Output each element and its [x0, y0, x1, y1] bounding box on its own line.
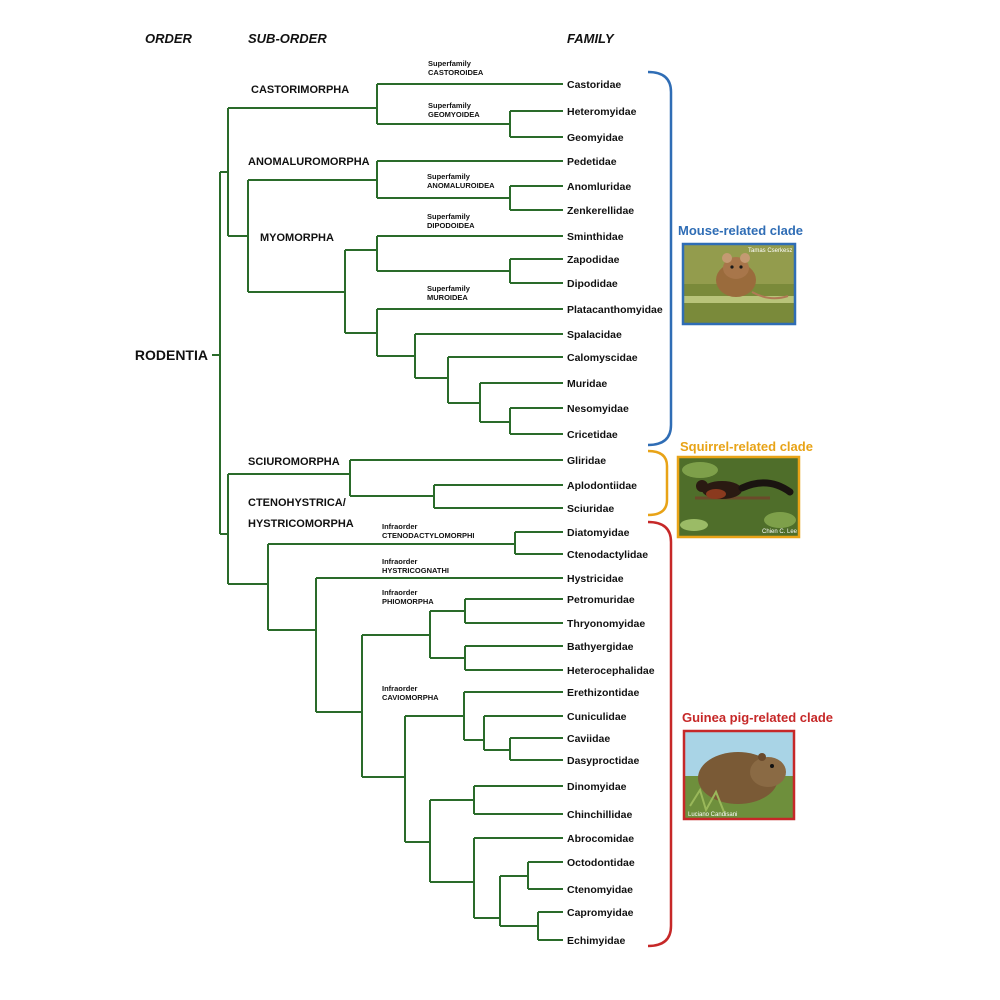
suborder-myomorpha-label: MYOMORPHA	[260, 232, 334, 244]
family-dipodidae: Dipodidae	[567, 278, 618, 290]
family-heterocephalidae: Heterocephalidae	[567, 665, 655, 677]
guinea-pig-photo-frame	[682, 729, 796, 821]
mouse-photo: Tamas Cserkesz	[681, 242, 797, 326]
infraorder-hystricognathi-label: Infraorder HYSTRICOGNATHI	[382, 557, 449, 575]
infraorder-ctenodactylomorphi-label: Infraorder CTENODACTYLOMORPHI	[382, 522, 475, 540]
suborder-castorimorpha-label: CASTORIMORPHA	[251, 84, 349, 96]
guinea-pig-clade-title: Guinea pig-related clade	[682, 710, 833, 725]
svg-text:MUROIDEA: MUROIDEA	[427, 293, 468, 302]
svg-text:Infraorder: Infraorder	[382, 522, 418, 531]
svg-text:HYSTRICOGNATHI: HYSTRICOGNATHI	[382, 566, 449, 575]
header-family: FAMILY	[567, 31, 615, 46]
family-nesomyidae: Nesomyidae	[567, 403, 629, 415]
mouse-clade-title: Mouse-related clade	[678, 223, 803, 238]
superfamily-castoroidea-label: Superfamily CASTOROIDEA	[428, 59, 484, 77]
family-dasyproctidae: Dasyproctidae	[567, 755, 640, 767]
superfamily-geomyoidea-label: Superfamily GEOMYOIDEA	[428, 101, 480, 119]
suborder-anomaluromorpha-label: ANOMALUROMORPHA	[248, 156, 370, 168]
family-zapodidae: Zapodidae	[567, 254, 620, 266]
squirrel-clade-title: Squirrel-related clade	[680, 439, 813, 454]
family-zenkerellidae: Zenkerellidae	[567, 205, 634, 217]
family-sminthidae: Sminthidae	[567, 231, 624, 243]
header-order: ORDER	[145, 31, 193, 46]
family-sciuridae: Sciuridae	[567, 503, 614, 515]
family-capromyidae: Capromyidae	[567, 907, 634, 919]
svg-text:Infraorder: Infraorder	[382, 557, 418, 566]
mouse-photo-frame	[681, 242, 797, 326]
family-calomyscidae: Calomyscidae	[567, 352, 638, 364]
tree-branches	[212, 83, 563, 941]
squirrel-clade-bracket	[647, 449, 669, 517]
family-heteromyidae: Heteromyidae	[567, 106, 637, 118]
family-octodontidae: Octodontidae	[567, 857, 635, 869]
family-spalacidae: Spalacidae	[567, 329, 622, 341]
family-muridae: Muridae	[567, 378, 607, 390]
family-caviidae: Caviidae	[567, 733, 610, 745]
svg-text:Infraorder: Infraorder	[382, 588, 418, 597]
family-anomluridae: Anomluridae	[567, 181, 631, 193]
superfamily-dipodoidea-label: Superfamily DIPODOIDEA	[427, 212, 475, 230]
family-echimyidae: Echimyidae	[567, 935, 626, 947]
family-gliridae: Gliridae	[567, 455, 606, 467]
squirrel-photo-credit: Chien C. Lee	[762, 529, 798, 535]
squirrel-photo-frame	[676, 455, 801, 539]
family-platacanthomyidae: Platacanthomyidae	[567, 304, 663, 316]
svg-text:CAVIOMORPHA: CAVIOMORPHA	[382, 693, 439, 702]
family-hystricidae: Hystricidae	[567, 573, 624, 585]
svg-text:Superfamily: Superfamily	[427, 172, 471, 181]
family-castoridae: Castoridae	[567, 79, 621, 91]
svg-text:ANOMALUROIDEA: ANOMALUROIDEA	[427, 181, 495, 190]
family-petromuridae: Petromuridae	[567, 594, 635, 606]
family-labels: Castoridae Heteromyidae Geomyidae Pedeti…	[567, 79, 663, 947]
family-geomyidae: Geomyidae	[567, 132, 624, 144]
guinea-pig-photo-credit: Luciano Candisani	[688, 812, 737, 818]
superfamily-anomaluroidea-label: Superfamily ANOMALUROIDEA	[427, 172, 495, 190]
family-ctenodactylidae: Ctenodactylidae	[567, 549, 648, 561]
infraorder-caviomorpha-label: Infraorder CAVIOMORPHA	[382, 684, 439, 702]
family-erethizontidae: Erethizontidae	[567, 687, 640, 699]
svg-text:CTENODACTYLOMORPHI: CTENODACTYLOMORPHI	[382, 531, 475, 540]
family-cuniculidae: Cuniculidae	[567, 711, 627, 723]
family-aplodontiidae: Aplodontiidae	[567, 480, 637, 492]
svg-text:Superfamily: Superfamily	[428, 101, 472, 110]
mouse-photo-credit: Tamas Cserkesz	[748, 248, 792, 254]
family-ctenomyidae: Ctenomyidae	[567, 884, 633, 896]
header-suborder: SUB-ORDER	[248, 31, 327, 46]
svg-text:PHIOMORPHA: PHIOMORPHA	[382, 597, 434, 606]
order-rodentia-label: RODENTIA	[135, 347, 208, 363]
superfamily-muroidea-label: Superfamily MUROIDEA	[427, 284, 471, 302]
svg-text:GEOMYOIDEA: GEOMYOIDEA	[428, 110, 480, 119]
suborder-ctenohystrica-label: CTENOHYSTRICA/	[248, 497, 346, 509]
squirrel-photo: Chien C. Lee	[676, 455, 801, 539]
svg-text:CASTOROIDEA: CASTOROIDEA	[428, 68, 484, 77]
svg-text:DIPODOIDEA: DIPODOIDEA	[427, 221, 475, 230]
infraorder-phiomorpha-label: Infraorder PHIOMORPHA	[382, 588, 434, 606]
guinea-pig-clade-bracket	[647, 520, 673, 948]
family-dinomyidae: Dinomyidae	[567, 781, 627, 793]
svg-text:Superfamily: Superfamily	[427, 212, 471, 221]
guinea-pig-photo: Luciano Candisani	[682, 729, 796, 821]
family-bathyergidae: Bathyergidae	[567, 641, 634, 653]
suborder-sciuromorpha-label: SCIUROMORPHA	[248, 456, 340, 468]
suborder-hystricomorpha-label: HYSTRICOMORPHA	[248, 518, 354, 530]
family-thryonomyidae: Thryonomyidae	[567, 618, 645, 630]
family-abrocomidae: Abrocomidae	[567, 833, 634, 845]
mouse-clade-bracket	[647, 70, 673, 447]
family-diatomyidae: Diatomyidae	[567, 527, 630, 539]
svg-text:Superfamily: Superfamily	[428, 59, 472, 68]
svg-text:Infraorder: Infraorder	[382, 684, 418, 693]
family-cricetidae: Cricetidae	[567, 429, 618, 441]
family-chinchillidae: Chinchillidae	[567, 809, 633, 821]
svg-text:Superfamily: Superfamily	[427, 284, 471, 293]
family-pedetidae: Pedetidae	[567, 156, 617, 168]
